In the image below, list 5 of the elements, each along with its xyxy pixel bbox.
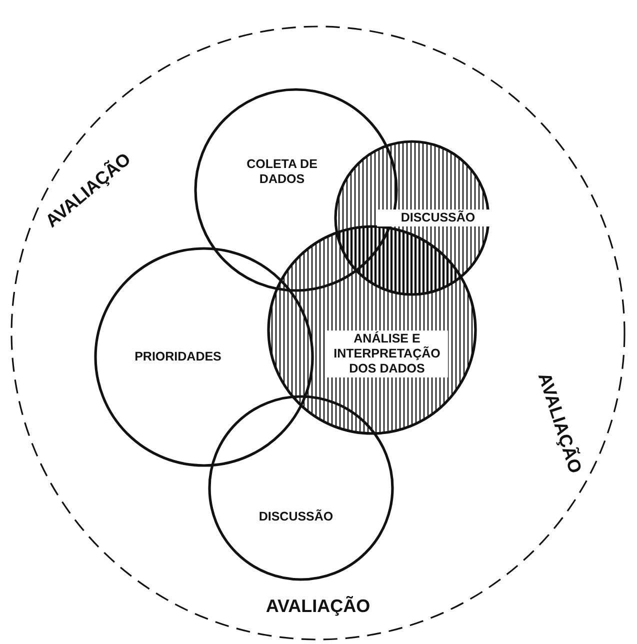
circle-label: AVALIAÇÃO <box>266 596 370 616</box>
circle-label: COLETA DE DADOS <box>246 157 318 187</box>
circle-label: DISCUSSÃO <box>258 510 334 524</box>
circle-label: ANÁLISE E INTERPRETAÇÃO DOS DADOS <box>326 330 448 378</box>
circle-label: PRIORIDADES <box>134 350 222 364</box>
